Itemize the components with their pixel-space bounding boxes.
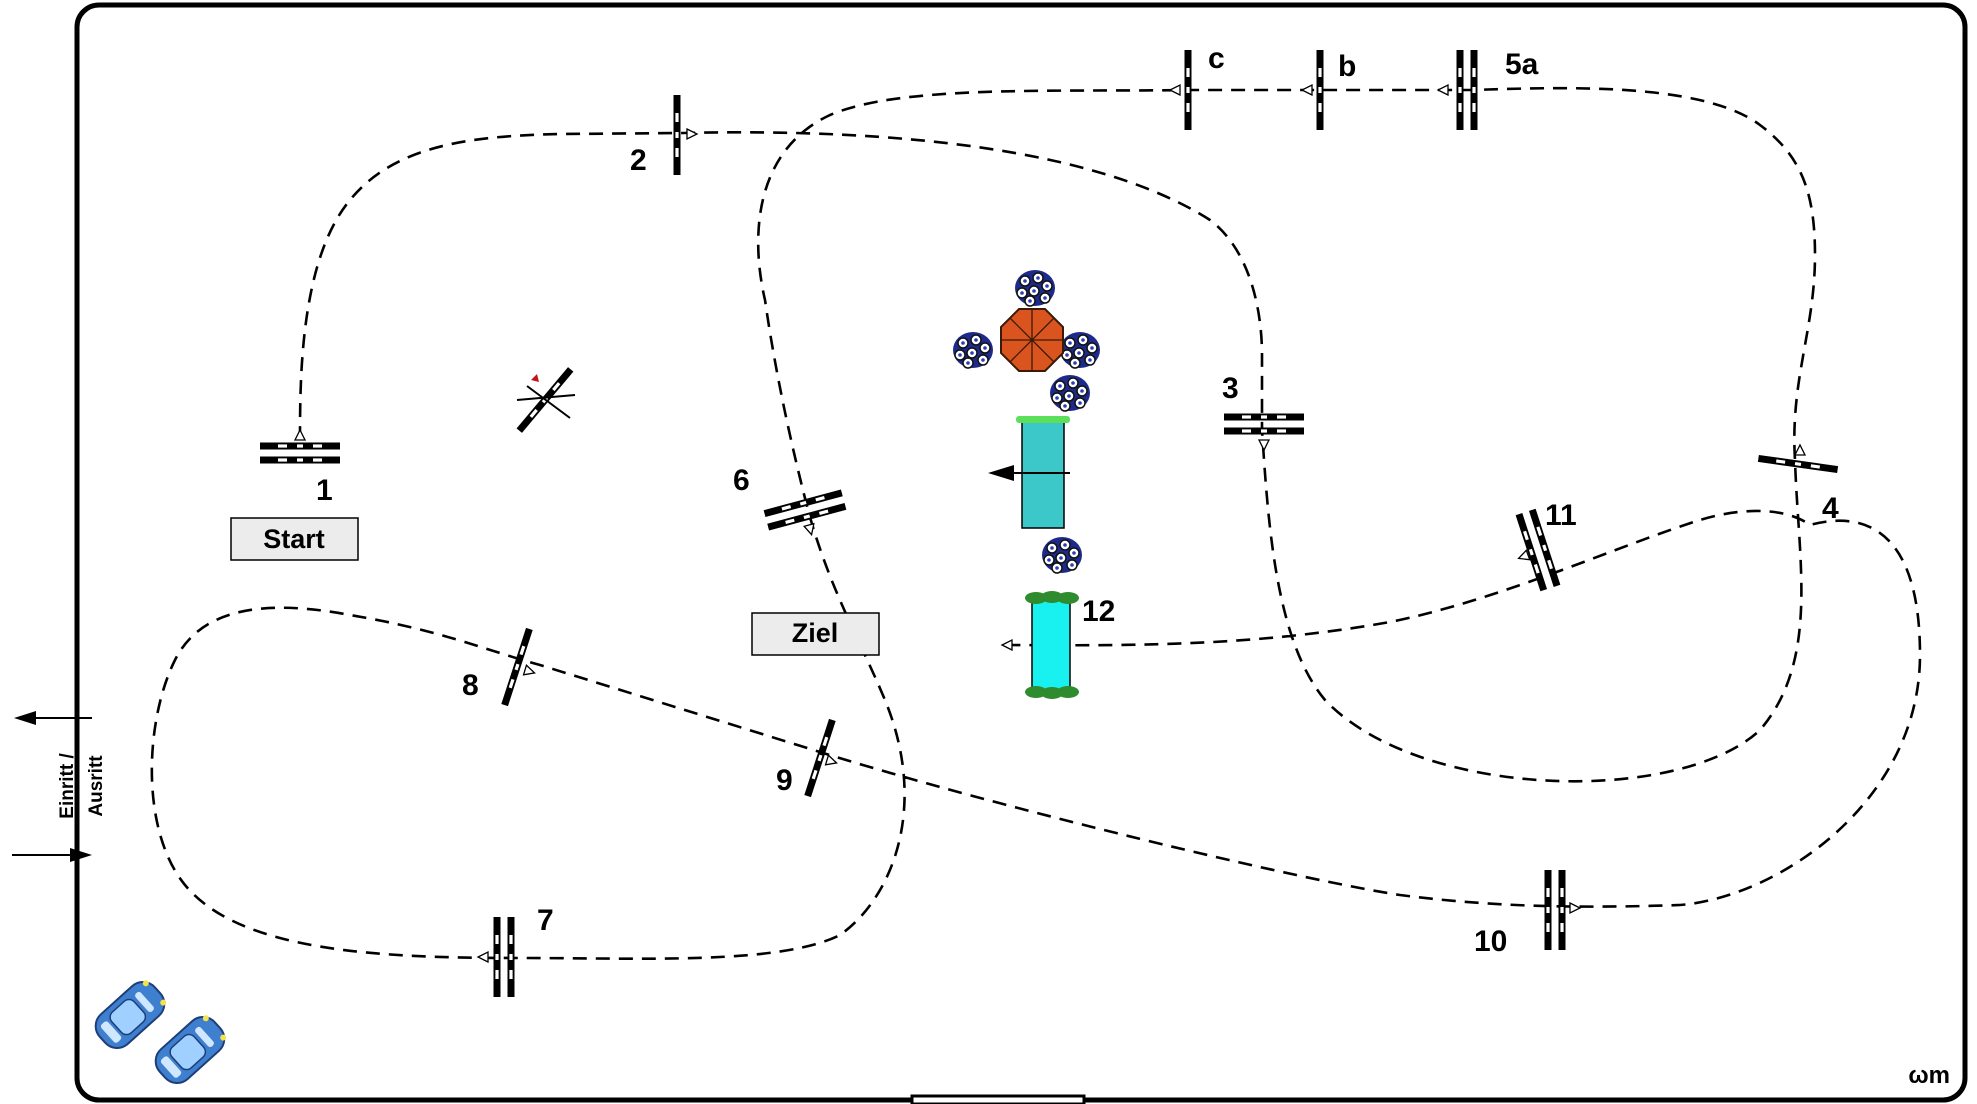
start-box <box>230 517 359 561</box>
signature: ωm <box>1908 1062 1950 1089</box>
flower-bed-lower <box>1049 374 1091 412</box>
judge-stand <box>516 367 576 433</box>
obstacle-8-number: 8 <box>462 669 479 702</box>
obstacle-5b-number: b <box>1338 50 1356 83</box>
flower-bed-left <box>952 331 994 369</box>
obstacle-7-number: 7 <box>537 904 554 937</box>
obstacle-3-number: 3 <box>1222 372 1239 405</box>
obstacle-12 <box>1025 591 1079 699</box>
obstacle-2 <box>673 95 681 175</box>
obstacle-10-number: 10 <box>1474 925 1507 958</box>
umbrella <box>1000 308 1064 372</box>
entrance-exit-arrows <box>12 711 92 862</box>
entrance-label-line2: Ausritt <box>86 755 107 817</box>
obstacle-4-number: 4 <box>1822 492 1839 525</box>
obstacle-5b <box>1316 50 1324 130</box>
finish-label: Ziel <box>792 618 839 648</box>
finish-box <box>751 612 880 656</box>
obstacle-12-number: 12 <box>1082 595 1115 628</box>
obstacle-9-number: 9 <box>776 764 793 797</box>
obstacle-5c-number: c <box>1208 42 1225 75</box>
obstacle-6-number: 6 <box>733 464 750 497</box>
flower-bed-bottom <box>1041 536 1083 574</box>
flower-bed-right <box>1059 331 1101 369</box>
obstacle-5a-number: 5a <box>1505 48 1539 81</box>
entrance-label-line1: Einritt / <box>57 753 78 819</box>
flower-bed-top <box>1014 269 1056 307</box>
obstacle-1-number: 1 <box>316 474 333 507</box>
arena-border <box>74 2 1968 1103</box>
obstacle-5c <box>1184 50 1192 130</box>
obstacle-11-number: 11 <box>1545 499 1577 532</box>
start-label: Start <box>263 524 325 554</box>
arena-gate <box>910 1094 1086 1104</box>
water-obstacle-teal <box>988 416 1070 529</box>
obstacle-2-number: 2 <box>630 144 647 177</box>
